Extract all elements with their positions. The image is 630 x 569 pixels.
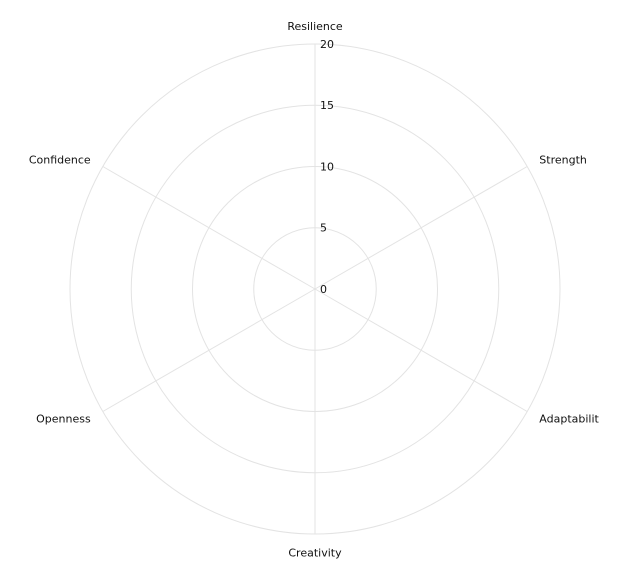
axis-label-adaptabilit: Adaptabilit <box>539 412 599 425</box>
radial-tick-label: 0 <box>320 283 327 296</box>
radial-tick-label: 15 <box>320 99 334 112</box>
axis-label-resilience: Resilience <box>287 20 343 33</box>
axis-label-confidence: Confidence <box>29 153 91 166</box>
radial-tick-labels: 0 5 10 15 20 <box>320 38 334 296</box>
axis-label-strength: Strength <box>539 153 587 166</box>
radial-tick-label: 20 <box>320 38 334 51</box>
radial-tick-label: 5 <box>320 222 327 235</box>
spoke-strength <box>314 166 528 290</box>
axis-label-creativity: Creativity <box>288 546 342 559</box>
spoke-adaptabilit <box>314 288 528 412</box>
spoke-openness <box>102 288 316 412</box>
axis-label-openness: Openness <box>36 412 91 425</box>
radar-spokes <box>102 44 528 534</box>
spoke-confidence <box>102 166 316 290</box>
radial-tick-label: 10 <box>320 160 334 173</box>
